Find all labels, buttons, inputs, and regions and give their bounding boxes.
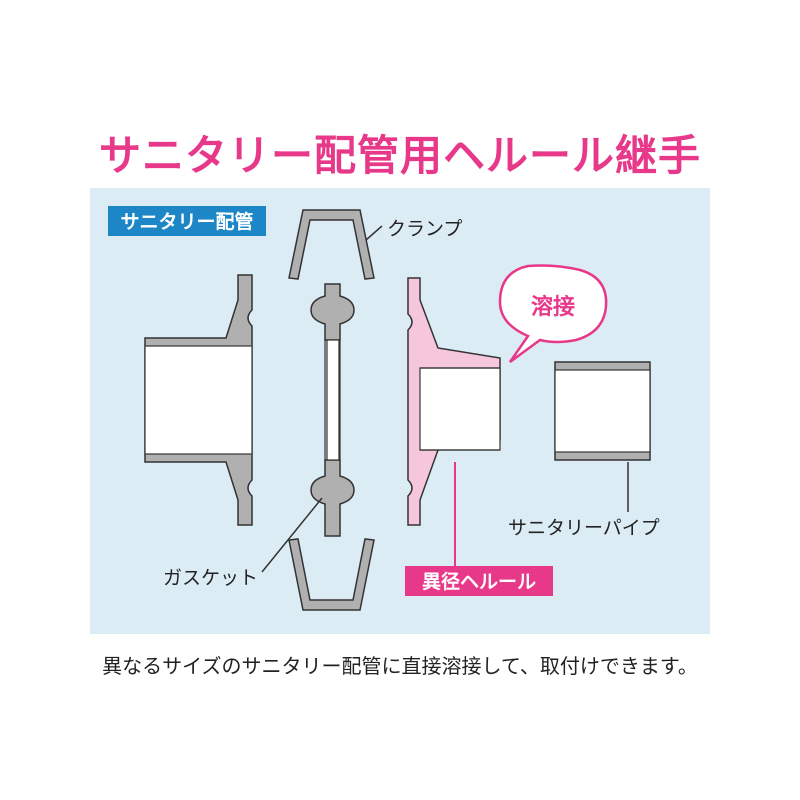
- clamp-label: クランプ: [387, 218, 462, 240]
- sanitary-pipe-part: [554, 361, 651, 461]
- ferrule-bore: [419, 367, 501, 451]
- reducer-ferrule-label: 異径ヘルール: [422, 571, 536, 593]
- reducer-ferrule-badge: [405, 566, 553, 596]
- gasket-part: [310, 283, 355, 537]
- caption: 異なるサイズのサニタリー配管に直接溶接して、取付けできます。: [102, 654, 698, 678]
- sanitary-pipe-label: サニタリーパイプ: [508, 517, 660, 539]
- welding-label: 溶接: [531, 294, 575, 320]
- clamp-leader: [365, 225, 383, 241]
- reducer-ferrule-part: [407, 277, 501, 526]
- left-pipe-bore: [144, 345, 253, 455]
- sanitary-piping-part: [144, 274, 253, 526]
- pipe-bore: [554, 369, 651, 453]
- sanitary-piping-label: サニタリー配管: [120, 210, 253, 233]
- sanitary-piping-badge: [108, 206, 266, 236]
- welding-bubble: [498, 264, 608, 364]
- gasket-label: ガスケット: [163, 567, 258, 589]
- clamp-part: [288, 209, 375, 611]
- gasket-opening: [326, 339, 340, 461]
- gasket-leader: [261, 497, 323, 573]
- page-title: サニタリー配管用ヘルール継手: [98, 131, 701, 180]
